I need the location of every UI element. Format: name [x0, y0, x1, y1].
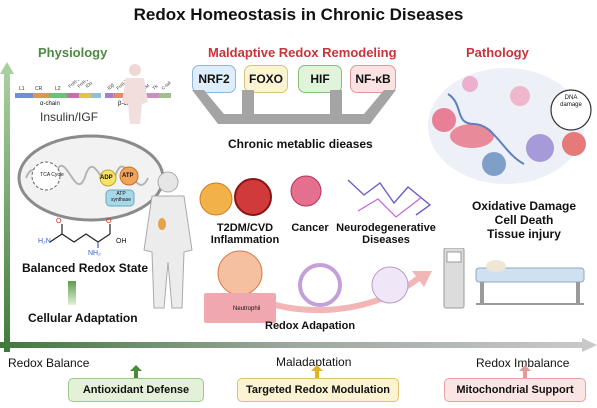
antioxidant-defense-label: Antioxidant Defense	[83, 384, 189, 396]
antioxidant-up-arrow	[130, 365, 142, 379]
t2dm-label: T2DM/CVD Inflammation	[205, 222, 285, 246]
maladaptive-heading: Maldaptive Redox Remodeling	[208, 45, 397, 60]
balanced-redox-state-label: Balanced Redox State	[22, 261, 148, 275]
molecule-structure	[30, 218, 140, 250]
cellular-adaptation-label: Cellular Adaptation	[28, 311, 138, 325]
mitochondrial-support-box: Mitochondrial Support	[444, 378, 586, 402]
factor-box-nfkb: NF-κB	[350, 65, 396, 93]
faint-body-silhouette	[118, 62, 152, 124]
factor-box-foxo: FOXO	[244, 65, 288, 93]
pathology-cells-illustration	[424, 64, 594, 192]
svg-text:TK: TK	[151, 83, 159, 91]
chronic-diseases-label: Chronic metablic dieases	[228, 137, 373, 151]
svg-text:IDβ: IDβ	[106, 82, 115, 91]
tissue-injury-label: Tissue injury	[464, 227, 584, 241]
figure-title: Redox Homeostasis in Chronic Diseases	[0, 5, 597, 25]
mitochondrial-support-label: Mitochondrial Support	[456, 384, 573, 396]
pathology-outcomes: Oxidative Damage Cell Death Tissue injur…	[464, 199, 584, 241]
oxygen-label-2: O	[106, 218, 111, 225]
modulation-up-arrow	[311, 365, 323, 379]
neutrophil-label: Neutrophil	[233, 306, 260, 312]
human-body-illustration	[140, 170, 196, 310]
adaptation-up-arrow	[65, 277, 79, 305]
cancer-label: Cancer	[288, 222, 332, 234]
factor-label-foxo: FOXO	[249, 72, 283, 86]
factor-box-nrf2: NRF2	[192, 65, 236, 93]
adp-label: ADP	[100, 175, 113, 181]
factor-label-nrf2: NRF2	[198, 72, 229, 86]
factor-label-hif: HIF	[310, 72, 329, 86]
tca-cycle-label: TCA Cycle	[39, 172, 65, 178]
hospital-bed-illustration	[440, 248, 590, 310]
amine-label: H₂N	[38, 238, 51, 245]
physiology-heading: Physiology	[38, 45, 107, 60]
atp-label: ATP	[122, 173, 134, 179]
dna-damage-label: DNA damage	[557, 95, 585, 109]
alpha-chain-label: α-chain	[40, 101, 60, 107]
neurodegenerative-label: Neurodegenerative Diseases	[336, 222, 436, 246]
disease-cells-illustration	[198, 175, 448, 225]
targeted-redox-modulation-box: Targeted Redox Modulation	[237, 378, 399, 402]
mitochondrial-up-arrow	[519, 365, 531, 379]
redox-balance-label: Redox Balance	[8, 356, 89, 370]
factor-box-hif: HIF	[298, 65, 342, 93]
redox-spectrum-arrow	[0, 338, 597, 352]
factor-label-nfkb: NF-κB	[355, 72, 390, 86]
converging-arrows	[184, 90, 404, 132]
targeted-redox-modulation-label: Targeted Redox Modulation	[246, 384, 390, 396]
cell-death-label: Cell Death	[464, 213, 584, 227]
hydroxyl-label: OH	[116, 238, 127, 245]
atp-synthase-label: ATP synthase	[107, 191, 135, 203]
oxidative-damage-label: Oxidative Damage	[464, 199, 584, 213]
redox-adaptation-label: Redox Adapation	[265, 320, 355, 332]
svg-text:C-tail: C-tail	[160, 80, 171, 91]
nh2-label: NH₂	[88, 250, 101, 257]
physiology-vertical-arrow	[0, 62, 14, 352]
pathology-heading: Pathology	[466, 45, 529, 60]
antioxidant-defense-box: Antioxidant Defense	[68, 378, 204, 402]
insulin-igf-label: Insulin/IGF	[40, 110, 98, 124]
oxygen-label-1: O	[56, 218, 61, 225]
